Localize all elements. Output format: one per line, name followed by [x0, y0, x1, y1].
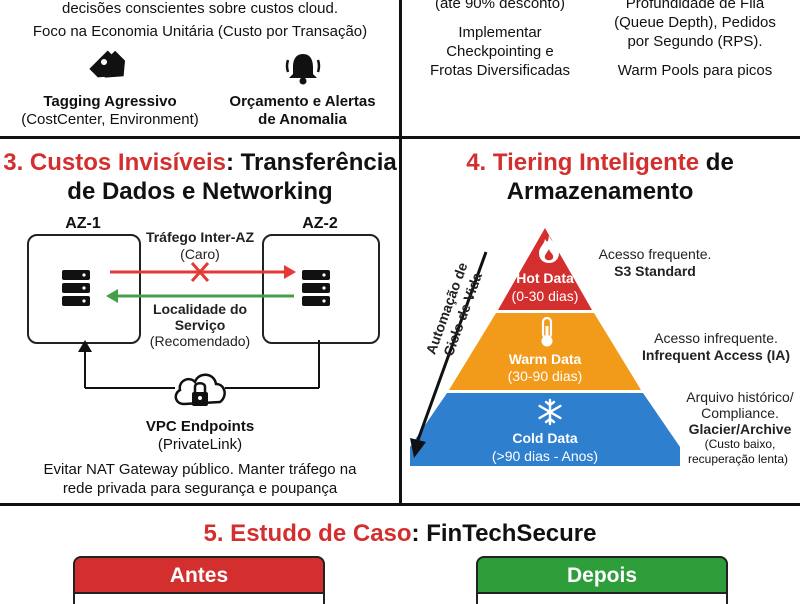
before-panel-body	[73, 592, 325, 604]
section-3-title-rest: : Transferência	[226, 149, 397, 176]
cold-tier-desc-line1: Arquivo histórico/	[686, 389, 794, 405]
section-5-title-rest: : FinTechSecure	[411, 520, 597, 547]
budget-title-line2: de Anomalia	[258, 111, 347, 128]
cold-tier-range: (>90 dias - Anos)	[491, 448, 599, 464]
cold-tier-desc-bold: Glacier/Archive	[688, 421, 792, 437]
section-3-footer-line2: rede privada para segurança e poupança	[62, 480, 338, 497]
hot-tier-shape	[498, 228, 592, 310]
scaling-line-1: (Queue Depth), Pedidos	[614, 14, 776, 31]
cold-tier-name: Cold Data	[512, 430, 578, 446]
section-3-footer-line1: Evitar NAT Gateway público. Manter tráfe…	[43, 461, 357, 478]
server-icon-az2	[302, 270, 330, 306]
spot-line-1: Implementar	[458, 24, 542, 41]
az1-label: AZ-1	[65, 215, 101, 232]
warm-tier-desc-bold: Infrequent Access (IA)	[641, 347, 791, 363]
traffic-sub: (Caro)	[180, 246, 220, 262]
locality-label-line1: Localidade do	[152, 301, 248, 317]
spot-line-3: Frotas Diversificadas	[429, 62, 571, 79]
budget-title-line1: Orçamento e Alertas	[229, 93, 376, 110]
locality-sub: (Recomendado)	[149, 333, 251, 349]
divider-horizontal-2	[0, 503, 800, 506]
divider-horizontal-1	[0, 136, 800, 139]
server-icon-az1	[62, 270, 90, 306]
vpc-sub: (PrivateLink)	[157, 436, 243, 453]
section-4-title-red: 4. Tiering Inteligente	[466, 149, 700, 176]
warm-tier-range: (30-90 dias)	[507, 368, 583, 384]
section-5-title-red: 5. Estudo de Caso	[203, 520, 412, 547]
bell-icon	[285, 54, 321, 85]
lifecycle-arrow	[410, 251, 488, 458]
after-panel-body	[476, 592, 728, 604]
warm-tier-shape	[449, 313, 641, 390]
intro-line-1: decisões conscientes sobre custos cloud.	[62, 0, 338, 17]
thermometer-icon	[541, 316, 553, 347]
section-4-title-rest: de	[699, 149, 734, 176]
network-arrows	[106, 262, 296, 303]
vpc-label: VPC Endpoints	[145, 418, 255, 435]
vpc-connector-lines	[78, 340, 320, 389]
tagging-title: Tagging Agressivo	[43, 93, 177, 110]
flame-icon	[539, 235, 560, 263]
cloud-lock-icon	[174, 373, 226, 406]
divider-vertical-top	[399, 0, 402, 505]
after-header: Depois	[476, 556, 728, 594]
section-3-title-red: 3. Custos Invisíveis	[3, 149, 226, 176]
snowflake-icon	[538, 398, 562, 426]
hot-tier-range: (0-30 dias)	[511, 288, 579, 304]
tagging-sub: (CostCenter, Environment)	[21, 111, 199, 128]
section-4-title-line2: Armazenamento	[506, 178, 694, 205]
cold-tier-desc-line2: Compliance.	[701, 405, 779, 421]
scaling-line-0: Profundidade de Fila	[625, 0, 765, 12]
warm-tier-name: Warm Data	[508, 351, 582, 367]
cold-tier-desc-small1: (Custo baixo,	[704, 437, 776, 451]
az2-label: AZ-2	[302, 215, 338, 232]
hot-tier-desc: Acesso frequente.	[598, 246, 712, 262]
tier-pyramid	[410, 228, 680, 466]
locality-label-line2: Serviço	[174, 317, 226, 333]
section-3-title-line2: de Dados e Networking	[67, 178, 333, 205]
spot-line-2: Checkpointing e	[446, 43, 554, 60]
cold-tier-shape	[410, 393, 680, 466]
tag-icon	[89, 50, 126, 78]
traffic-label: Tráfego Inter-AZ	[145, 229, 255, 245]
scaling-line-2: por Segundo (RPS).	[627, 33, 763, 50]
cold-tier-desc-small2: recuperação lenta)	[687, 452, 789, 466]
scaling-line-3: Warm Pools para picos	[617, 62, 773, 79]
before-header: Antes	[73, 556, 325, 594]
discount-line: (até 90% desconto)	[434, 0, 566, 12]
intro-line-2: Foco na Economia Unitária (Custo por Tra…	[32, 23, 368, 40]
hot-tier-desc-bold: S3 Standard	[614, 263, 696, 279]
hot-tier-name: Hot Data	[516, 270, 574, 286]
warm-tier-desc: Acesso infrequente.	[654, 330, 778, 346]
